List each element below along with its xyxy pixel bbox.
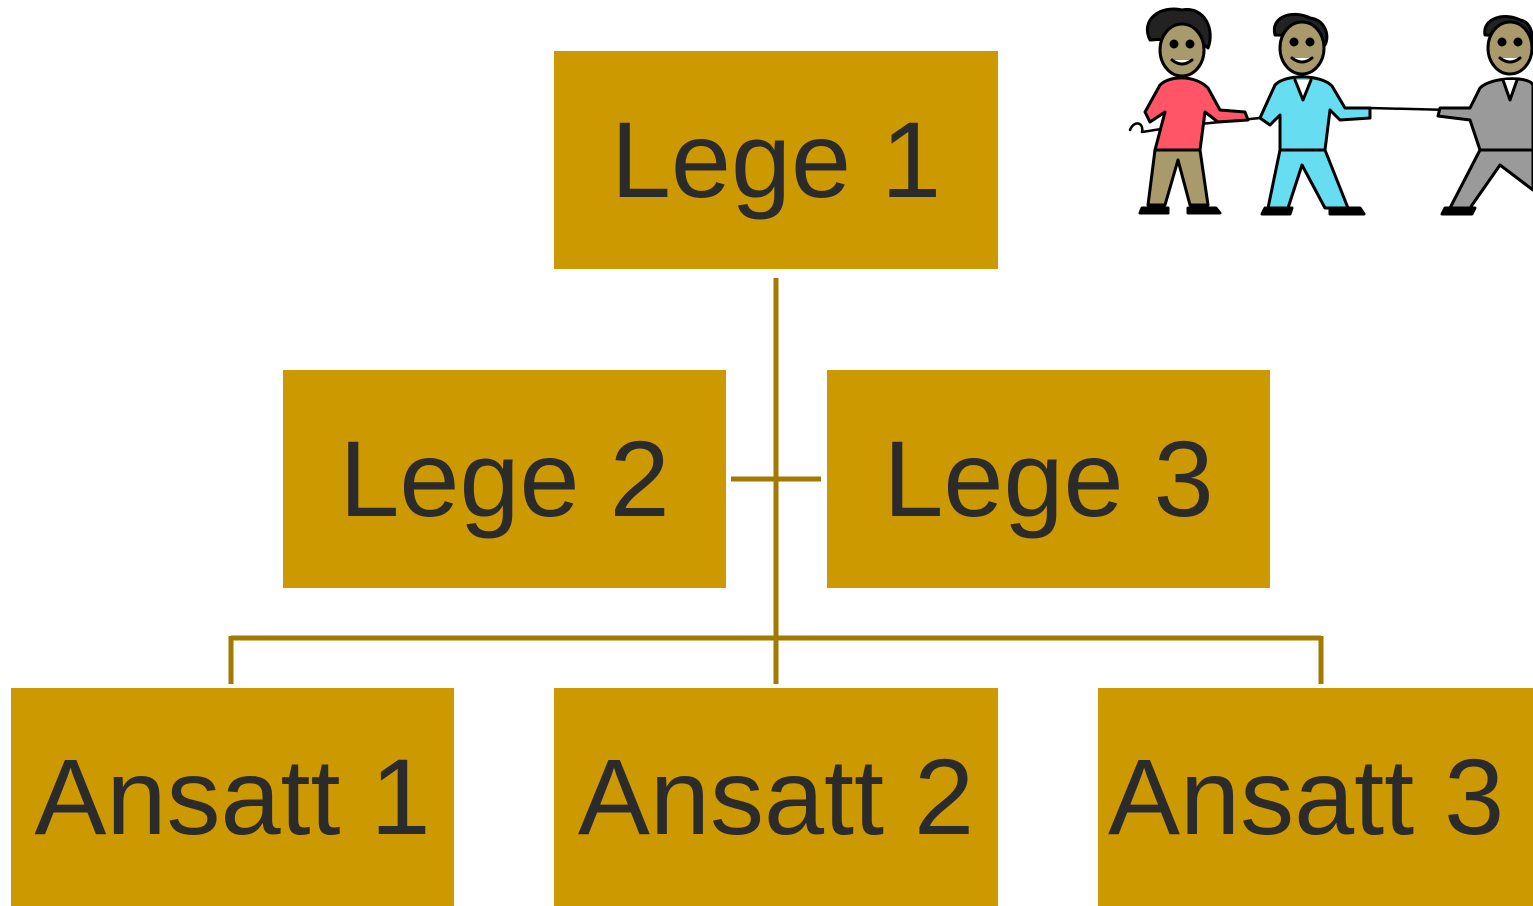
org-box-label: Ansatt 1 bbox=[34, 736, 431, 857]
org-box-lege-3[interactable]: Lege 3 bbox=[827, 370, 1270, 588]
org-box-ansatt-1[interactable]: Ansatt 1 bbox=[11, 688, 454, 906]
org-box-label: Lege 2 bbox=[339, 418, 670, 539]
tug-of-war-people-icon bbox=[1128, 7, 1533, 216]
org-box-label: Lege 3 bbox=[883, 418, 1214, 539]
org-box-label: Lege 1 bbox=[610, 99, 942, 220]
org-box-lege-2[interactable]: Lege 2 bbox=[283, 370, 726, 588]
org-box-ansatt-2[interactable]: Ansatt 2 bbox=[554, 688, 998, 906]
org-box-label: Ansatt 2 bbox=[577, 736, 975, 857]
org-box-lege-1[interactable]: Lege 1 bbox=[554, 51, 998, 269]
org-box-ansatt-3[interactable]: Ansatt 3 bbox=[1098, 688, 1533, 906]
org-box-label: Ansatt 3 bbox=[1108, 736, 1505, 857]
